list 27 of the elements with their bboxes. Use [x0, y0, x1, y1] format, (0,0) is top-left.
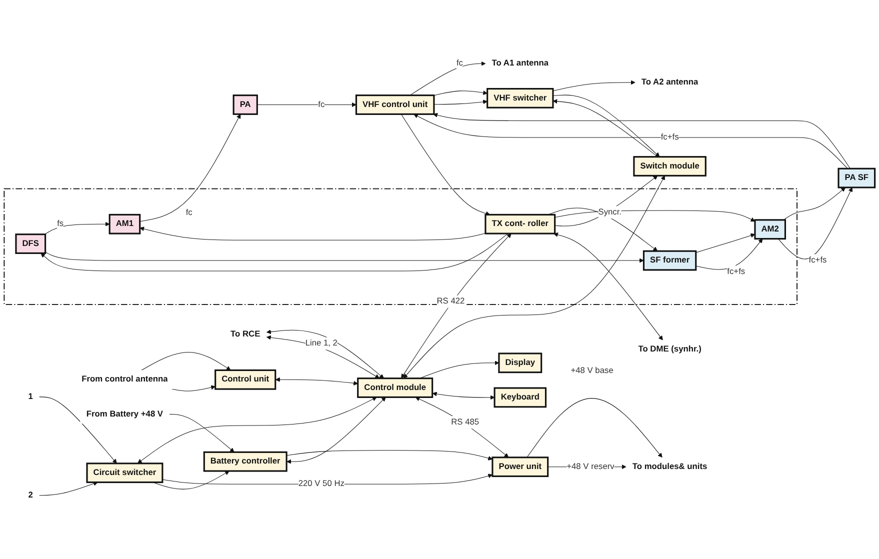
block: Keyboard — [494, 387, 547, 408]
edge-label: Line 1, 2 — [305, 337, 338, 350]
text-label: To DME (synhr.) — [632, 340, 708, 359]
text-label: To RCE — [224, 325, 266, 344]
block: Display — [498, 352, 542, 374]
block: PA SF — [838, 168, 876, 188]
block: Power unit — [492, 456, 549, 478]
block: AM2 — [754, 219, 786, 240]
block: Control module — [357, 378, 434, 398]
edge-label: fs — [57, 218, 64, 230]
block: VHF control unit — [355, 94, 435, 115]
edge-label: RS 422 — [436, 295, 465, 308]
block: TX cont- roller — [484, 214, 556, 234]
block: SF former — [642, 250, 697, 271]
block: Circuit switcher — [86, 462, 164, 484]
block: PA — [232, 94, 258, 115]
text-label: To A2 antenna — [635, 73, 704, 92]
text-label: To A1 antenna — [485, 54, 555, 74]
block: Switch module — [633, 156, 706, 176]
edge-label: RS 485 — [451, 416, 480, 428]
block: DFS — [15, 234, 46, 254]
edge-label: fc — [456, 57, 463, 70]
block: VHF switcher — [486, 88, 554, 108]
edge-label: Syncr. — [598, 206, 622, 219]
block: AM1 — [108, 214, 141, 234]
block: Control unit — [214, 369, 276, 390]
block: Battery controller — [203, 451, 288, 472]
